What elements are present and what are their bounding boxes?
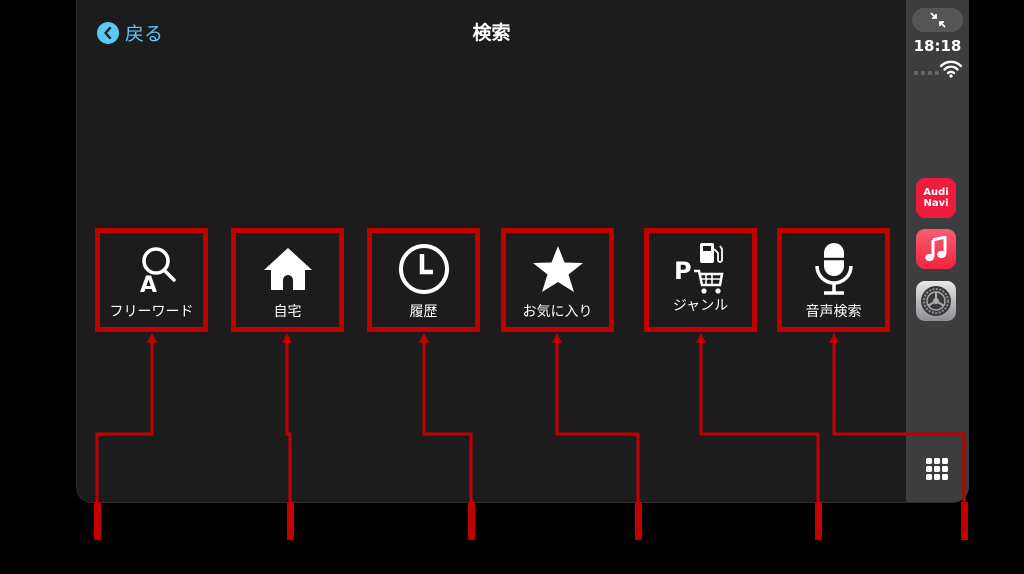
dock-app-music[interactable]: [916, 229, 956, 269]
search-option-genre[interactable]: P ジャンル: [644, 228, 757, 332]
collapse-arrows-icon: [929, 12, 946, 28]
genre-icon: P: [672, 243, 730, 295]
search-option-favorites[interactable]: お気に入り: [501, 228, 614, 332]
audi-navi-label-line1: Audi: [923, 187, 949, 198]
star-icon: [531, 243, 585, 295]
search-option-home[interactable]: 自宅: [231, 228, 344, 332]
svg-text:P: P: [674, 257, 692, 285]
back-button[interactable]: 戻る: [97, 19, 163, 46]
music-note-icon: [925, 236, 947, 262]
favorites-label: お気に入り: [522, 304, 593, 320]
chevron-left-icon: [97, 21, 119, 44]
page-title: 検索: [472, 22, 511, 44]
wifi-icon: [940, 60, 962, 78]
cellular-signal-icon: [914, 71, 939, 75]
history-label: 履歴: [409, 304, 438, 320]
search-option-free-word[interactable]: A フリーワード: [95, 228, 208, 332]
search-option-history[interactable]: 履歴: [367, 228, 480, 332]
search-option-voice-search[interactable]: 音声検索: [777, 228, 890, 332]
home-label: 自宅: [273, 304, 302, 320]
app-library-button[interactable]: [926, 458, 948, 480]
free-word-label: フリーワード: [109, 304, 194, 320]
back-label: 戻る: [125, 23, 164, 45]
dock-app-settings[interactable]: [916, 281, 956, 321]
home-icon: [262, 243, 314, 295]
voice-search-label: 音声検索: [805, 304, 862, 320]
collapse-button[interactable]: [912, 8, 963, 32]
microphone-icon: [812, 243, 856, 295]
gear-icon: [921, 286, 951, 316]
svg-text:A: A: [140, 273, 157, 294]
clock-icon: [398, 243, 450, 295]
clock: 18:18: [913, 37, 962, 55]
free-word-search-icon: A: [124, 243, 180, 295]
genre-label: ジャンル: [672, 298, 729, 314]
audi-navi-label-line2: Navi: [923, 198, 949, 209]
